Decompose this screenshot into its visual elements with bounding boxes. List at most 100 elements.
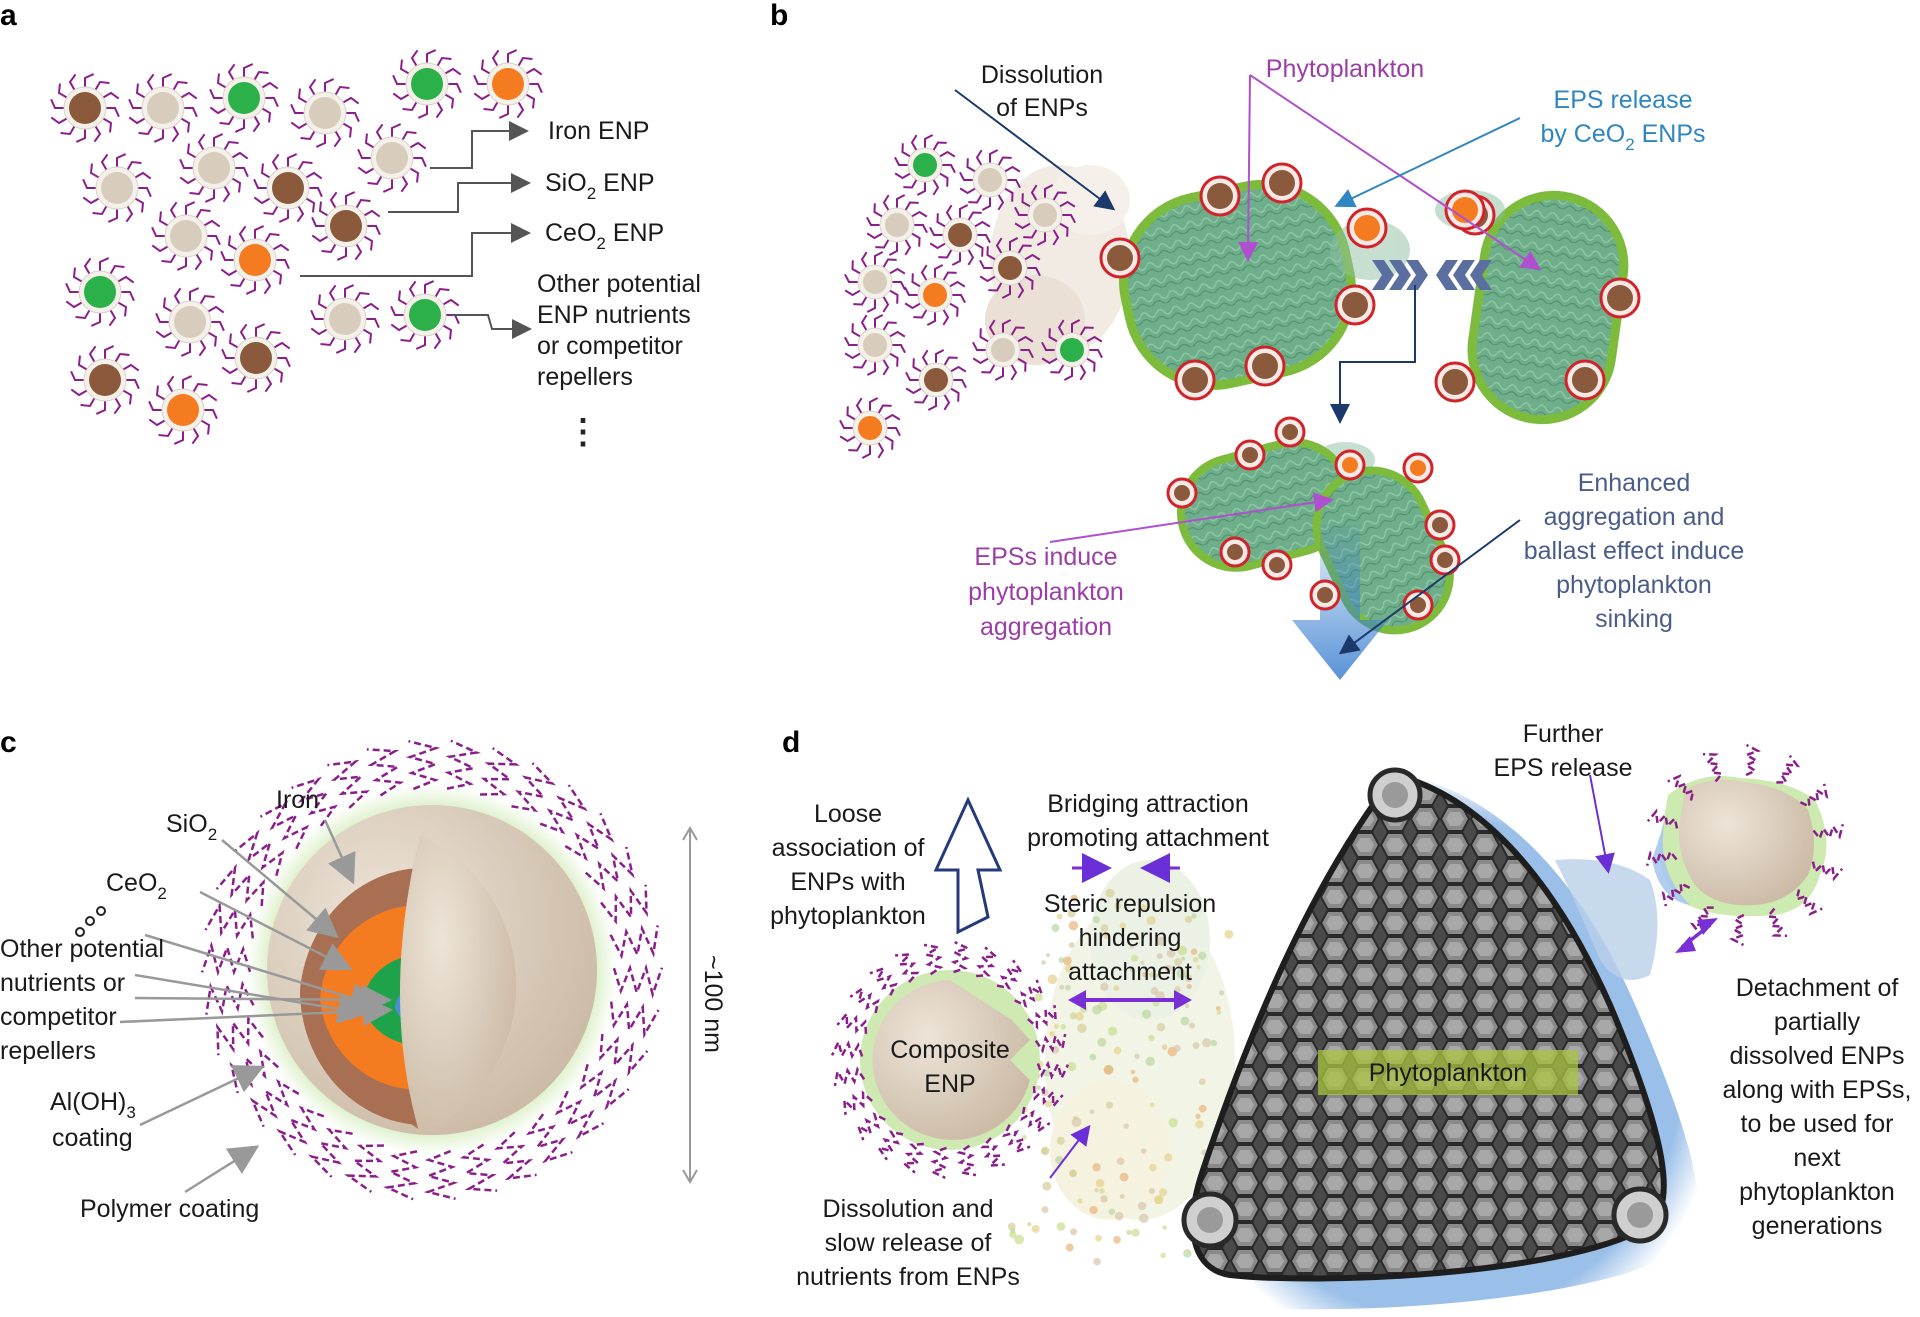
attached-enp	[1174, 359, 1216, 401]
attraction-chevrons	[1372, 260, 1492, 290]
enp-particle	[70, 345, 140, 415]
enp-particle	[220, 225, 290, 295]
enp-particle	[253, 153, 323, 223]
polymer-coating-strands	[200, 739, 664, 1201]
enp-particle	[311, 191, 381, 261]
panel-a-particles	[50, 49, 543, 445]
attached-enp	[1334, 284, 1376, 326]
steric-line3: attachment	[1068, 958, 1192, 986]
enp-particle	[894, 134, 956, 196]
enp-particle	[179, 133, 249, 203]
dissolution-label-line1: Dissolution	[981, 61, 1103, 89]
further-eps-line1: Further	[1523, 720, 1604, 748]
enp-particle	[357, 123, 427, 193]
detachment-double-arrow	[1675, 918, 1718, 953]
enp-particle	[1014, 184, 1076, 246]
attached-enp	[1234, 439, 1266, 471]
small-dots-icon	[75, 906, 106, 937]
eps-patch	[1555, 859, 1658, 980]
attached-enp	[1261, 162, 1303, 204]
composite-enp-line2: ENP	[924, 1070, 975, 1098]
phytoplankton-label-d: Phytoplankton	[1369, 1059, 1527, 1087]
enp-particle	[390, 280, 460, 350]
detachment-line1: Detachment of	[1736, 974, 1899, 1002]
composite-enp-polymer	[830, 940, 1070, 1180]
cell-attached-enps	[1099, 162, 1641, 621]
other-label-c-line3: competitor	[0, 1003, 117, 1031]
ellipsis-dots: ⋮	[566, 413, 600, 451]
enp-particle	[65, 257, 135, 327]
epss-induce-line2: phytoplankton	[968, 578, 1124, 606]
enhanced-line4: phytoplankton	[1556, 571, 1712, 599]
enp-particle	[209, 63, 279, 133]
detachment-line5: to be used for	[1741, 1110, 1894, 1138]
aloh-label-line1: Al(OH)3	[50, 1088, 136, 1122]
attached-enp	[1564, 359, 1606, 401]
polymer-coating-label: Polymer coating	[80, 1195, 259, 1223]
eps-release-label-line2: by CeO2 ENPs	[1540, 120, 1705, 154]
enp-particle	[904, 264, 966, 326]
enp-particle	[866, 194, 928, 256]
diatom-phytoplankton	[1181, 767, 1699, 1310]
other-label-c-line1: Other potential	[0, 935, 164, 963]
detaching-enp	[1652, 776, 1827, 917]
detachment-line8: generations	[1752, 1212, 1883, 1240]
enp-particle	[148, 375, 218, 445]
epss-induce-line1: EPSs induce	[974, 543, 1117, 571]
iron-label-c: Iron	[276, 786, 319, 814]
attached-enp	[1434, 361, 1476, 403]
other-label-c-line4: repellers	[0, 1037, 96, 1065]
enp-particle	[979, 237, 1041, 299]
detachment-line6: next	[1793, 1144, 1840, 1172]
attached-enp	[1429, 544, 1461, 576]
eps-release-label-line1: EPS release	[1554, 86, 1693, 114]
attached-enp	[1244, 345, 1286, 387]
attached-enp	[1334, 449, 1366, 481]
attached-enp	[1444, 189, 1486, 231]
attached-enp	[1402, 452, 1434, 484]
panel-label-d: d	[782, 726, 800, 759]
sinking-arrow	[1292, 525, 1388, 680]
detachment-line7: phytoplankton	[1739, 1178, 1895, 1206]
other-enp-label-line4: repellers	[537, 363, 633, 391]
panel-label-c: c	[0, 726, 17, 759]
steric-line1: Steric repulsion	[1044, 890, 1216, 918]
enp-particle	[959, 149, 1021, 211]
bridging-line1: Bridging attraction	[1047, 790, 1249, 818]
loose-line2: association of	[772, 834, 925, 862]
dissolution-d-line3: nutrients from ENPs	[796, 1263, 1020, 1291]
ceo2-enp-label: CeO2 ENP	[545, 219, 664, 253]
enp-particle	[50, 73, 120, 143]
enp-particle	[221, 323, 291, 393]
attached-enp	[1261, 549, 1293, 581]
epss-induce-line3: aggregation	[980, 613, 1112, 641]
panel-b-particles	[839, 134, 1103, 459]
enp-particle	[128, 73, 198, 143]
dissolution-label-line2: of ENPs	[996, 94, 1088, 122]
panel-c-arrows	[119, 819, 393, 1194]
attached-enp	[1199, 175, 1241, 217]
enp-particle	[290, 78, 360, 148]
attached-enp	[1274, 416, 1306, 448]
attached-enp	[1099, 237, 1141, 279]
enp-particle	[929, 204, 991, 266]
iron-enp-label: Iron ENP	[548, 117, 649, 145]
enp-particle	[392, 49, 462, 119]
enp-particle	[844, 251, 906, 313]
attached-enp	[1219, 536, 1251, 568]
aloh-label-line2: coating	[52, 1124, 133, 1152]
detachment-line3: dissolved ENPs	[1729, 1042, 1904, 1070]
enp-particle	[151, 201, 221, 271]
other-label-c-line2: nutrients or	[0, 969, 125, 997]
other-enp-label-line2: ENP nutrients	[537, 301, 691, 329]
composite-enp-d	[860, 970, 1040, 1150]
enp-particle	[972, 319, 1034, 381]
loose-line4: phytoplankton	[770, 902, 926, 930]
enp-particle	[1041, 319, 1103, 381]
size-label: ~100 nm	[699, 955, 727, 1053]
other-enp-label-line3: or competitor	[537, 332, 683, 360]
panel-d-thin-arrows	[1049, 774, 1615, 1179]
detaching-enp-polymer	[1645, 743, 1845, 947]
